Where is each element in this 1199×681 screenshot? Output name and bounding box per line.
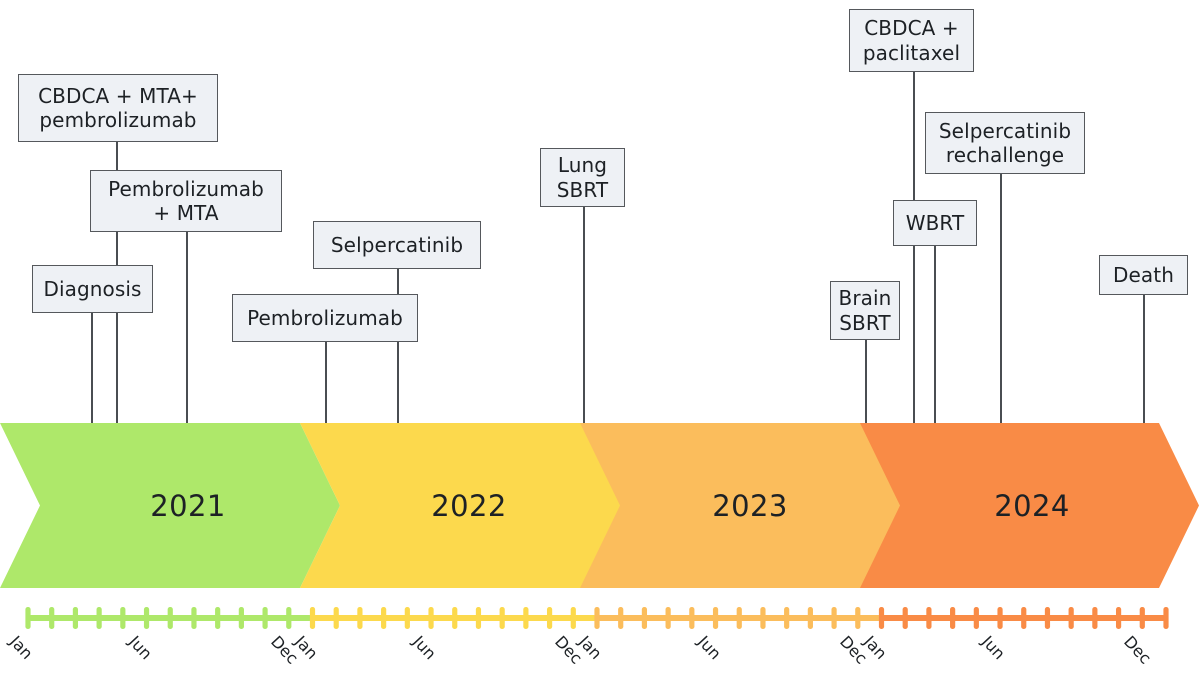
ruler-tick [1092, 607, 1098, 629]
event-box-selpercatinib-rechallenge[interactable]: Selpercatinib rechallenge [925, 112, 1085, 174]
connector-stem-cbdca-paclitaxel [913, 72, 915, 429]
year-chevron-2024 [860, 423, 1199, 588]
month-ruler [25, 607, 1169, 629]
ruler-tick [333, 607, 339, 629]
ruler-tick [96, 607, 102, 629]
year-chevron-2022 [300, 423, 630, 588]
event-box-brain-sbrt[interactable]: Brain SBRT [830, 281, 900, 340]
ruler-tick [404, 607, 410, 629]
ruler-tick [546, 607, 553, 629]
ruler-tick [736, 607, 742, 629]
ruler-tick [1139, 607, 1145, 629]
ruler-tick [357, 607, 363, 629]
ruler-tick [570, 607, 576, 629]
event-box-death[interactable]: Death [1099, 255, 1188, 295]
ruler-tick [1021, 607, 1027, 629]
ruler-tick [215, 607, 221, 629]
event-box-cbdca-mta-pembrolizumab[interactable]: CBDCA + MTA+ pembrolizumab [18, 74, 218, 142]
event-box-selpercatinib[interactable]: Selpercatinib [313, 221, 481, 269]
event-box-pembrolizumab[interactable]: Pembrolizumab [232, 294, 418, 342]
connector-stem-selpercatinib [397, 269, 399, 429]
ruler-tick [665, 607, 671, 629]
ruler-tick [641, 607, 648, 629]
event-box-lung-sbrt[interactable]: Lung SBRT [540, 148, 625, 207]
ruler-tick [689, 607, 695, 629]
ruler-tick [499, 607, 505, 629]
event-label-diagnosis: Diagnosis [43, 276, 142, 301]
ruler-tick [618, 607, 624, 629]
year-band [0, 423, 1199, 588]
ruler-tick [143, 607, 150, 629]
ruler-tick [120, 607, 126, 629]
ruler-tick [973, 607, 979, 629]
ruler-tick [262, 607, 268, 629]
connector-stem-pembrolizumab [325, 342, 327, 429]
event-label-cbdca-mta-pembrolizumab: CBDCA + MTA+ pembrolizumab [38, 83, 198, 132]
ruler-tick [878, 607, 885, 629]
ruler-tick [1115, 607, 1122, 629]
connector-stem-selpercatinib-rechallenge [1000, 174, 1002, 429]
ruler-tick [1044, 607, 1051, 629]
event-label-selpercatinib: Selpercatinib [330, 232, 464, 257]
event-label-pembrolizumab: Pembrolizumab [247, 305, 403, 330]
ruler-tick [1163, 607, 1169, 629]
year-chevron-2021 [0, 423, 340, 588]
ruler-tick [49, 607, 55, 629]
ruler-tick [191, 607, 197, 629]
ruler-tick [238, 607, 244, 629]
event-box-wbrt[interactable]: WBRT [893, 200, 977, 246]
ruler-tick [902, 607, 908, 629]
event-label-cbdca-paclitaxel: CBDCA + paclitaxel [862, 16, 961, 65]
ruler-tick [381, 607, 387, 629]
ruler-tick [523, 607, 529, 629]
connector-stem-death [1143, 295, 1145, 429]
event-label-pembrolizumab-mta: Pembrolizumab + MTA [108, 176, 264, 225]
ruler-tick [1068, 607, 1074, 629]
ruler-tick [167, 607, 173, 629]
event-box-cbdca-paclitaxel[interactable]: CBDCA + paclitaxel [849, 9, 974, 72]
connector-stem-lung-sbrt [583, 207, 585, 429]
ruler-tick [760, 607, 766, 629]
ruler-tick [855, 607, 861, 629]
event-label-wbrt: WBRT [905, 210, 965, 235]
event-label-death: Death [1113, 262, 1174, 287]
ruler-tick [309, 607, 316, 629]
ruler-tick [428, 607, 434, 629]
ruler-tick [950, 607, 956, 629]
event-box-pembrolizumab-mta[interactable]: Pembrolizumab + MTA [90, 170, 282, 232]
ruler-tick [784, 607, 790, 629]
ruler-tick [452, 607, 458, 629]
event-label-selpercatinib-rechallenge: Selpercatinib rechallenge [938, 118, 1072, 167]
ruler-tick [926, 607, 932, 629]
ruler-tick [712, 607, 719, 629]
ruler-tick [831, 607, 837, 629]
event-label-brain-sbrt: Brain SBRT [838, 286, 892, 335]
connector-stem-pembrolizumab-mta [186, 232, 188, 429]
ruler-tick [807, 607, 813, 629]
connector-stem-brain-sbrt [865, 340, 867, 429]
ruler-tick [286, 607, 292, 629]
connector-stem-diagnosis [91, 313, 93, 429]
ruler-tick [997, 607, 1003, 629]
ruler-tick [475, 607, 482, 629]
event-label-lung-sbrt: Lung SBRT [556, 153, 609, 202]
ruler-tick [594, 607, 600, 629]
event-box-diagnosis[interactable]: Diagnosis [32, 265, 153, 313]
year-chevron-2023 [580, 423, 910, 588]
ruler-tick [72, 607, 79, 629]
ruler-tick [25, 607, 31, 629]
connector-stem-wbrt [934, 246, 936, 429]
